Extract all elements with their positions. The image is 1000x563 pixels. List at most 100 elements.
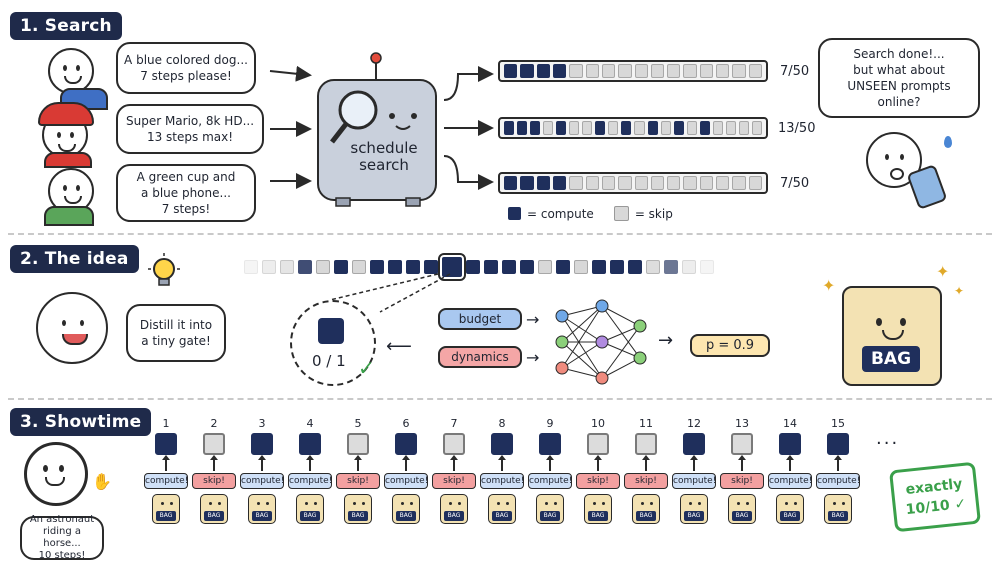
bag-label: BAG [156,511,176,521]
bag-label: BAG [252,511,272,521]
up-arrow-icon [738,455,746,471]
compute-square [251,433,273,455]
compute-cell [536,64,550,78]
sparkle-icon-1: ✦ [822,276,836,295]
skip-cell [683,176,697,190]
skip-cell [699,64,714,78]
skip-action-label: skip! [192,473,236,489]
up-arrow-icon [498,455,506,471]
compute-cell [552,176,567,190]
worried-mouth [890,168,904,180]
skip-cell [582,121,593,135]
step-number: 6 [402,417,410,430]
prompt-bubble-1: A blue colored dog... 7 steps please! [116,42,256,94]
up-arrow-icon [306,455,314,471]
compute-cell [406,260,420,274]
input-arrows [269,65,312,189]
legend: = compute = skip [508,206,673,221]
arrow-output-icon: → [658,330,674,351]
skip-cell [634,176,648,190]
skip-cell [660,121,671,135]
step-3: 3 compute! BAG [240,417,284,524]
skip-cell [280,260,294,274]
skip-cell [748,64,762,78]
dynamics-input: dynamics [438,346,522,368]
compute-action-label: compute! [480,473,524,489]
step-number: 8 [498,417,506,430]
compute-square [155,433,177,455]
step-number: 10 [591,417,605,430]
compute-cell [520,64,534,78]
skip-cell [682,260,696,274]
skip-cell [634,121,645,135]
compute-cell [673,121,684,135]
legend-compute-label: = compute [527,206,594,221]
compute-cell [466,260,480,274]
compute-cell [334,260,348,274]
lightbulb-icon [148,253,180,286]
up-arrow-icon [258,455,266,471]
schedule-bar-2 [498,117,768,139]
red-cap-icon [38,102,94,126]
handkerchief-icon [906,164,948,210]
skip-cell [667,176,681,190]
up-arrow-icon [834,455,842,471]
schedule-bar-1 [498,60,768,82]
skip-cell [712,121,723,135]
compute-cell [592,260,606,274]
skip-cell [716,64,730,78]
sparkle-icon-3: ✦ [954,284,965,298]
zoom-lines [329,273,451,313]
compute-action-label: compute! [672,473,716,489]
skip-cell [569,121,580,135]
prompt-bubble-3: A green cup and a blue phone... 7 steps! [116,164,256,222]
sparkle-icon-2: ✦ [936,262,950,281]
bag-gate-icon: BAG [680,494,708,524]
ellipsis: ... [876,428,900,449]
compute-action-label: compute! [144,473,188,489]
step-number: 1 [162,417,170,430]
skip-cell [543,121,554,135]
gate-label: 0 / 1 [312,352,346,370]
compute-cell [621,121,632,135]
skip-cell [686,121,697,135]
compute-cell [647,121,658,135]
astronaut-helmet [24,442,88,506]
skip-cell [725,121,736,135]
bag-label: BAG [732,511,752,521]
bag-gate-icon: BAG [824,494,852,524]
compute-cell [520,260,534,274]
schedule-ratio-3: 7/50 [780,176,810,191]
skip-action-label: skip! [576,473,620,489]
bag-label: BAG [684,511,704,521]
compute-cell [556,260,570,274]
sweat-drop-icon [944,136,952,148]
bag-gate-icon: BAG [248,494,276,524]
compute-cell [610,260,624,274]
step-number: 3 [258,417,266,430]
skip-cell [601,64,616,78]
up-arrow-icon [450,455,458,471]
compute-action-label: compute! [528,473,572,489]
exactly-stamp: exactly 10/10 ✓ [888,461,982,533]
skip-cell [585,176,599,190]
skip-cell [650,176,665,190]
skip-cell [585,64,599,78]
compute-action-label: compute! [240,473,284,489]
check-icon: ✓ [358,356,375,380]
bag-label: BAG [636,511,656,521]
up-arrow-icon [690,455,698,471]
compute-cell [628,260,642,274]
compute-action-label: compute! [768,473,812,489]
arrow-dynamics-icon: → [526,348,540,367]
compute-cell [298,260,312,274]
up-arrow-icon [642,455,650,471]
skip-cell [618,176,632,190]
skip-square [443,433,465,455]
worry-bubble: Search done!... but what about UNSEEN pr… [818,38,980,118]
skip-cell [244,260,258,274]
